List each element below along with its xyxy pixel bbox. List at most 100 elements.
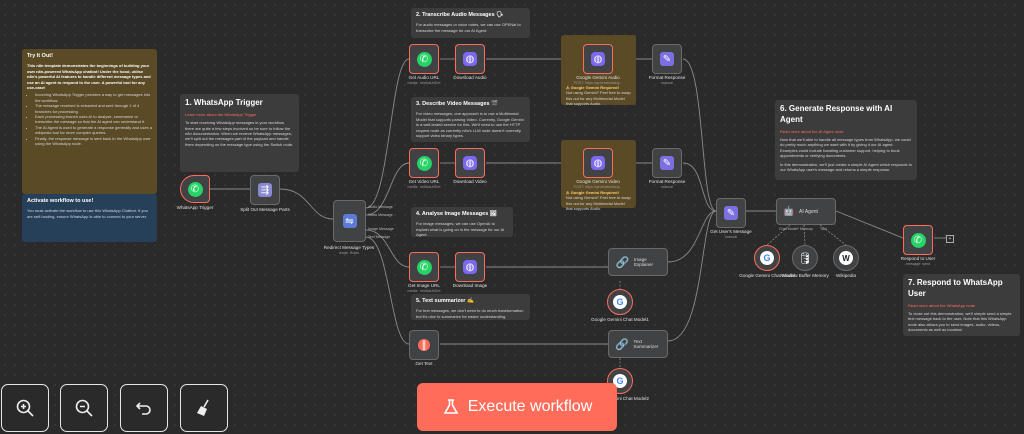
note-bullet: The AI Agent is used to generate a respo… bbox=[35, 125, 152, 136]
node-subtitle: POST: https://generativelang... bbox=[573, 81, 623, 85]
reset-zoom-button[interactable] bbox=[120, 384, 168, 432]
node-gemini-chat-model-1[interactable]: G bbox=[607, 289, 633, 315]
note-body: For text messages, we don't need to do m… bbox=[416, 308, 524, 319]
note-analyse-image[interactable]: 4. Analyse Image Messages 🖼 For image me… bbox=[411, 207, 513, 237]
note-body: You must activate the workflow to use th… bbox=[27, 208, 148, 219]
note-transcribe-audio[interactable]: 2. Transcribe Audio Messages 🗣 For audio… bbox=[411, 8, 530, 38]
node-get-text[interactable]: ∥ bbox=[409, 330, 439, 360]
note-title: 1. WhatsApp Trigger bbox=[185, 98, 263, 107]
port-label: Memory bbox=[800, 227, 813, 231]
note-title: Activate workflow to use! bbox=[27, 198, 94, 204]
note-title: 4. Analyse Image Messages 🖼 bbox=[416, 211, 497, 217]
node-label: Get Text bbox=[415, 361, 433, 366]
node-get-image-url[interactable]: ✆ bbox=[409, 252, 439, 282]
node-format-response[interactable]: ✎ bbox=[652, 44, 682, 74]
note-body: Now that we'll able to handle all messag… bbox=[780, 136, 911, 159]
node-label: Download Audio bbox=[453, 75, 487, 80]
node-text-summarizer[interactable]: 🔗 Text Summarizer bbox=[608, 330, 668, 358]
node-get-audio-url[interactable]: ✆ bbox=[409, 44, 439, 74]
note-body: For audio messages or voice notes, we ca… bbox=[416, 22, 521, 33]
google-icon: G bbox=[760, 251, 774, 265]
output-label: Image Message bbox=[368, 227, 394, 231]
add-node-plus-icon[interactable]: + bbox=[946, 235, 954, 243]
node-label: Respond to User bbox=[900, 256, 936, 261]
note-body: This n8n template demonstrates the begin… bbox=[27, 63, 151, 90]
execute-workflow-label: Execute workflow bbox=[467, 398, 593, 415]
node-download-video[interactable]: ◍ bbox=[455, 148, 485, 178]
node-label: Redirect Message Types bbox=[323, 245, 375, 250]
note-body: To start receiving WhatsApp messages in … bbox=[185, 120, 294, 147]
node-respond-to-user[interactable]: ✆ bbox=[903, 225, 933, 255]
node-label: Split Out Message Parts bbox=[240, 207, 290, 212]
note-activate[interactable]: Activate workflow to use! You must activ… bbox=[22, 194, 157, 242]
note-bullet: The message received is extracted and se… bbox=[35, 103, 152, 114]
note-title: 3. Describe Video Messages 🎬 bbox=[416, 101, 498, 107]
node-label: Text Summarizer bbox=[633, 339, 659, 349]
note-describe-video[interactable]: 3. Describe Video Messages 🎬 For video m… bbox=[411, 97, 530, 142]
node-label: Image Explainer bbox=[633, 257, 654, 267]
node-label: Wikipedia bbox=[836, 273, 856, 278]
node-gemini-audio[interactable]: ◍ bbox=[583, 44, 613, 74]
node-whatsapp-trigger[interactable]: ✆ bbox=[180, 175, 210, 203]
node-wikipedia[interactable]: W bbox=[833, 245, 859, 271]
pencil-icon: ✎ bbox=[660, 52, 674, 66]
node-ai-agent[interactable]: 🤖 AI Agent bbox=[776, 198, 836, 225]
note-title: ⚠ Google Gemini Required! bbox=[566, 85, 619, 90]
node-split-out[interactable]: ⇶ bbox=[250, 175, 280, 205]
globe-icon: ◍ bbox=[463, 156, 477, 170]
chain-link-icon: 🔗 bbox=[615, 256, 630, 269]
node-get-users-message[interactable]: ✎ bbox=[716, 198, 746, 228]
node-label: Google Gemini Audio bbox=[576, 75, 620, 80]
node-subtitle: message: send bbox=[905, 262, 931, 266]
whatsapp-icon: ✆ bbox=[187, 181, 203, 197]
note-bullet-list: Incoming WhatsApp Trigger provides a way… bbox=[27, 92, 152, 146]
node-subtitle: manual bbox=[725, 235, 737, 239]
zoom-out-icon bbox=[75, 399, 93, 417]
google-icon: G bbox=[613, 374, 627, 388]
node-get-video-url[interactable]: ✆ bbox=[409, 148, 439, 178]
execute-workflow-button[interactable]: Execute workflow bbox=[417, 383, 617, 431]
flask-icon bbox=[443, 399, 459, 414]
note-body: To close out this demonstration, we'll s… bbox=[908, 310, 1012, 333]
output-label: Audio Message bbox=[368, 205, 393, 209]
tidy-up-button[interactable] bbox=[180, 384, 228, 432]
note-text-summarizer[interactable]: 5. Text summarizer ✍ For text messages, … bbox=[411, 294, 530, 320]
google-icon: G bbox=[613, 295, 627, 309]
whatsapp-icon: ✆ bbox=[416, 259, 432, 275]
node-label: AI Agent bbox=[799, 208, 818, 215]
pencil-icon: ✎ bbox=[660, 156, 674, 170]
node-format-response-2[interactable]: ✎ bbox=[652, 148, 682, 178]
node-download-image[interactable]: ◍ bbox=[455, 252, 485, 282]
node-label: Download Video bbox=[453, 179, 487, 184]
switch-icon: ⇋ bbox=[342, 214, 357, 228]
robot-icon: 🤖 bbox=[783, 206, 795, 216]
node-window-buffer-memory[interactable]: 🛢 bbox=[792, 245, 818, 271]
note-try-it-out[interactable]: Try It Out! This n8n template demonstrat… bbox=[22, 49, 157, 194]
note-whatsapp-trigger[interactable]: 1. WhatsApp Trigger Learn more about the… bbox=[180, 94, 299, 172]
note-link[interactable]: Learn more about the WhatsApp Trigger bbox=[185, 111, 257, 117]
node-download-audio[interactable]: ◍ bbox=[455, 44, 485, 74]
node-gemini-video[interactable]: ◍ bbox=[583, 148, 613, 178]
node-label: Google Gemini Chat Model2 bbox=[591, 396, 649, 401]
note-bullet: Finally, the response message is sent ba… bbox=[35, 136, 152, 147]
node-label: Get Audio URL bbox=[408, 75, 440, 80]
note-respond-user[interactable]: 7. Respond to WhatsApp User Read more ab… bbox=[903, 274, 1020, 336]
node-gemini-chat-model[interactable]: G bbox=[754, 245, 780, 271]
node-label: Format Response bbox=[648, 179, 686, 184]
split-icon: ⇶ bbox=[258, 183, 272, 197]
node-redirect-message-types[interactable]: ⇋ bbox=[333, 200, 366, 242]
note-bullet: Each processing branch uses AI to analys… bbox=[35, 114, 152, 125]
note-generate-response[interactable]: 6. Generate Response with AI Agent Read … bbox=[775, 100, 917, 180]
note-link[interactable]: Read more about the AI Agent node bbox=[780, 128, 844, 134]
node-subtitle: media : mediaUrlGet bbox=[407, 289, 441, 293]
note-title: 5. Text summarizer ✍ bbox=[416, 298, 474, 304]
zoom-in-button[interactable] bbox=[1, 384, 49, 432]
node-image-explainer[interactable]: 🔗 Image Explainer bbox=[608, 248, 668, 276]
undo-icon bbox=[135, 402, 151, 415]
node-gemini-chat-model-2[interactable]: G bbox=[607, 368, 633, 394]
zoom-out-button[interactable] bbox=[60, 384, 108, 432]
globe-icon: ◍ bbox=[463, 260, 477, 274]
port-label: Tool bbox=[820, 227, 827, 231]
note-link[interactable]: Read more about the WhatsApp node bbox=[908, 302, 976, 308]
